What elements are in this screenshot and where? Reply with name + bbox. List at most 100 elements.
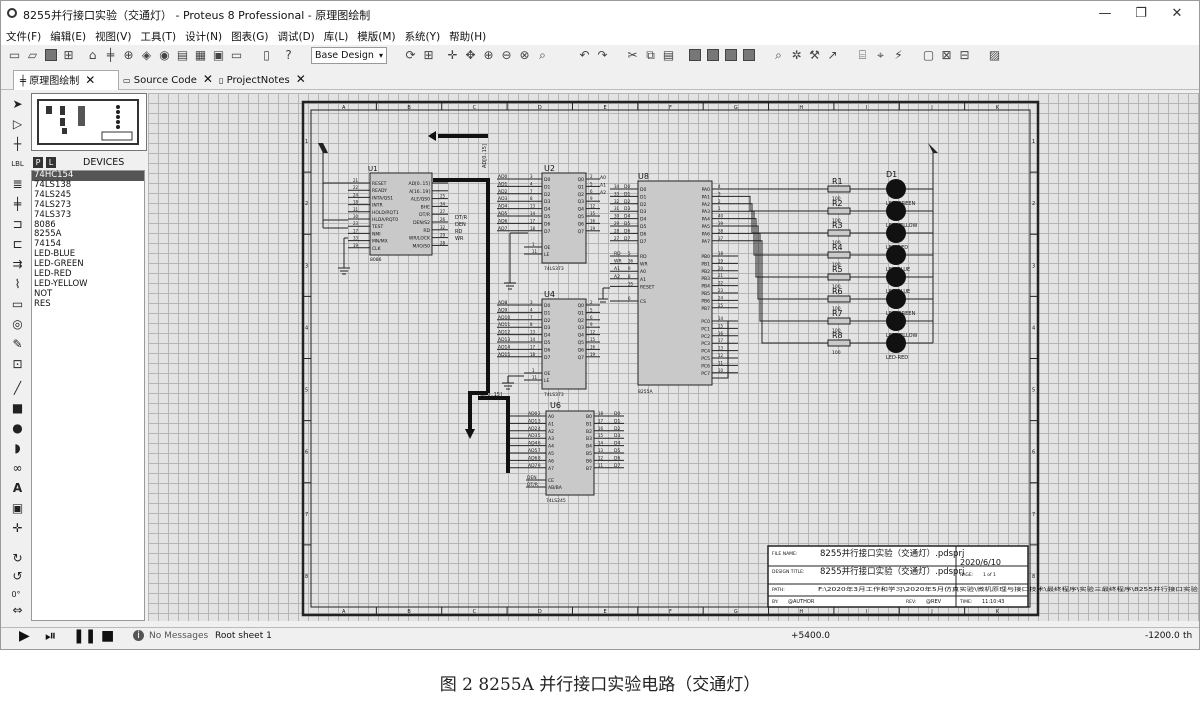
stop-icon[interactable]: ■ [101, 628, 115, 644]
virtual-instrument-icon[interactable]: ⊡ [12, 357, 23, 371]
block-rotate-icon[interactable] [723, 48, 738, 63]
marker-tool-icon[interactable]: ✛ [12, 521, 23, 535]
device-list-item[interactable]: LED-GREEN [34, 259, 84, 270]
menu-tools[interactable]: 工具(T) [140, 31, 177, 43]
component-mode-icon[interactable]: ▷ [12, 117, 23, 131]
pause-icon[interactable]: ❚❚ [73, 628, 97, 644]
property-tool-icon[interactable]: ⚡ [894, 48, 903, 62]
text-script-icon[interactable]: ≣ [12, 177, 23, 191]
netlist-icon[interactable]: ▨ [988, 48, 1001, 62]
zoom-in-icon[interactable]: ⊕ [483, 48, 494, 62]
zoom-area-icon[interactable]: ⌕ [539, 48, 546, 62]
pan-icon[interactable]: ✥ [465, 48, 476, 62]
device-list-item[interactable]: RES [34, 298, 51, 309]
search-tag-icon[interactable]: ⌖ [877, 48, 884, 62]
wire-label-icon[interactable]: LBL [11, 160, 24, 168]
3d-view-icon[interactable]: ◉ [159, 48, 170, 62]
pick-device-icon[interactable]: ⌕ [775, 48, 782, 62]
schematic-icon[interactable]: ╪ [106, 48, 115, 62]
block-move-icon[interactable] [705, 48, 720, 63]
home-icon[interactable]: ⌂ [88, 48, 97, 62]
make-device-icon[interactable]: ✲ [791, 48, 802, 62]
junction-dot-icon[interactable]: ┼ [13, 137, 22, 151]
menu-file[interactable]: 文件(F) [6, 31, 42, 43]
text-tool-icon[interactable]: A [12, 481, 23, 495]
menu-library[interactable]: 库(L) [323, 31, 349, 43]
device-list-item[interactable]: 74LS373 [34, 209, 72, 220]
bom-icon[interactable]: ▤ [176, 48, 189, 62]
new-sheet-icon[interactable]: ▢ [922, 48, 935, 62]
exit-to-parent-icon[interactable]: ⊟ [959, 48, 970, 62]
graph-icon[interactable]: ⌇ [14, 277, 21, 291]
mirror-horizontal-icon[interactable]: ⇔ [12, 603, 23, 617]
menu-design[interactable]: 设计(N) [185, 31, 223, 43]
arc-tool-icon[interactable]: ◗ [14, 441, 21, 455]
device-pins-icon[interactable]: ⇉ [12, 257, 23, 271]
tab-project-notes[interactable]: ▯ ProjectNotes✕ [215, 70, 309, 89]
selection-mode-icon[interactable]: ➤ [12, 97, 23, 111]
box-tool-icon[interactable]: ■ [11, 401, 24, 415]
menu-graph[interactable]: 图表(G) [231, 31, 269, 43]
wire-autorouter-icon[interactable]: ⌸ [858, 48, 867, 62]
pick-devices-button[interactable]: P [33, 157, 43, 168]
minimize-button[interactable]: — [1098, 6, 1112, 21]
design-variant-select[interactable]: Base Design▾ [311, 47, 387, 64]
save-icon[interactable] [43, 48, 58, 63]
gerber-icon[interactable]: ◈ [141, 48, 152, 62]
device-list-item[interactable]: LED-BLUE [34, 249, 76, 260]
play-icon[interactable]: ▶ [19, 628, 30, 644]
terminals-icon[interactable]: ⊏ [12, 237, 23, 251]
origin-icon[interactable]: ✛ [447, 48, 458, 62]
rotate-cw-icon[interactable]: ↻ [12, 551, 23, 565]
device-list-item[interactable]: LED-YELLOW [34, 278, 88, 289]
new-file-icon[interactable]: ▭ [8, 48, 21, 62]
subcircuit-icon[interactable]: ⊐ [12, 217, 23, 231]
help-icon[interactable]: ? [285, 48, 292, 62]
device-list-item[interactable]: 74HC154 [32, 170, 144, 181]
source-code-icon[interactable]: ▣ [212, 48, 225, 62]
undo-icon[interactable]: ↶ [579, 48, 590, 62]
redo-icon[interactable]: ↷ [597, 48, 608, 62]
bus-icon[interactable]: ╪ [13, 197, 22, 211]
device-list-item[interactable]: 74LS245 [34, 189, 72, 200]
close-tab-icon[interactable]: ✕ [295, 72, 306, 86]
path-tool-icon[interactable]: ∞ [12, 461, 23, 475]
menu-template[interactable]: 模版(M) [357, 31, 396, 43]
rotate-ccw-icon[interactable]: ↺ [12, 569, 23, 583]
voltage-probe-icon[interactable]: ✎ [12, 337, 23, 351]
import-icon[interactable]: ⊞ [63, 48, 74, 62]
circle-tool-icon[interactable]: ● [12, 421, 23, 435]
zoom-all-icon[interactable]: ⊗ [519, 48, 530, 62]
close-tab-icon[interactable]: ✕ [85, 73, 96, 87]
close-tab-icon[interactable]: ✕ [202, 72, 213, 86]
block-copy-icon[interactable] [687, 48, 702, 63]
menu-debug[interactable]: 调试(D) [277, 31, 315, 43]
menu-edit[interactable]: 编辑(E) [50, 31, 87, 43]
device-list-item[interactable]: NOT [34, 288, 53, 299]
info-icon[interactable]: i [133, 630, 144, 641]
symbol-tool-icon[interactable]: ▣ [11, 501, 24, 515]
menu-view[interactable]: 视图(V) [95, 31, 132, 43]
line-tool-icon[interactable]: ╱ [13, 381, 22, 395]
packaging-icon[interactable]: ⚒ [809, 48, 820, 62]
menu-help[interactable]: 帮助(H) [449, 31, 487, 43]
device-list-item[interactable]: 74154 [34, 239, 62, 250]
notes-icon[interactable]: ▦ [194, 48, 207, 62]
device-list-item[interactable]: 74LS273 [34, 199, 72, 210]
open-file-icon[interactable]: ▱ [27, 48, 38, 62]
decompose-icon[interactable]: ↗ [827, 48, 838, 62]
menu-system[interactable]: 系统(Y) [404, 31, 441, 43]
report-icon[interactable]: ▯ [263, 48, 270, 62]
simulation-messages[interactable]: No Messages [149, 631, 209, 641]
pcb-icon[interactable]: ⊕ [123, 48, 134, 62]
overview-window[interactable] [31, 93, 147, 151]
cut-icon[interactable]: ✂ [627, 48, 638, 62]
tab-source-code[interactable]: ▭ Source Code✕ [119, 70, 213, 89]
device-list-item[interactable]: 8255A [34, 229, 62, 240]
library-manager-button[interactable]: L [46, 157, 56, 168]
zoom-out-icon[interactable]: ⊖ [501, 48, 512, 62]
device-list-item[interactable]: 8086 [34, 219, 56, 230]
component-icon[interactable]: ▭ [230, 48, 243, 62]
block-delete-icon[interactable] [741, 48, 756, 63]
